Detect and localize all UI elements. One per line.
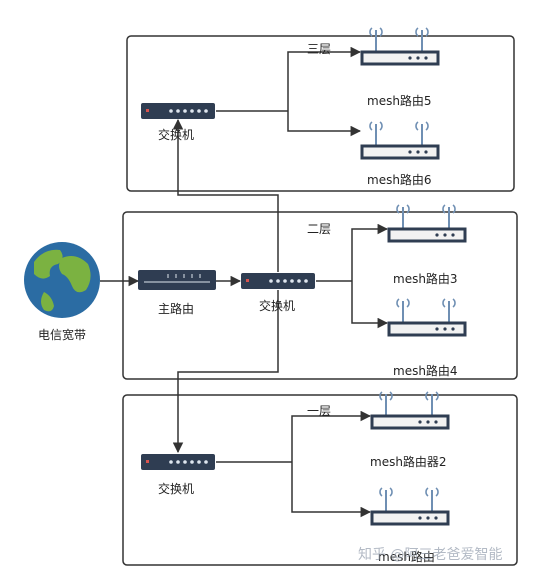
link-to-router-3 xyxy=(351,223,389,281)
switch-label-floor-two: 交换机 xyxy=(259,299,296,313)
switch-icon-floor-one xyxy=(141,454,215,470)
switch-label-floor-three: 交换机 xyxy=(158,128,195,142)
mesh-router-icon-5 xyxy=(360,26,440,66)
switch-icon-floor-two xyxy=(241,273,315,289)
main-router-label: 主路由 xyxy=(158,302,195,316)
router-label-5: mesh路由5 xyxy=(367,94,432,108)
link-to-router-5 xyxy=(287,46,362,111)
watermark-text: 知乎 @阿三老爸爱智能 xyxy=(358,547,503,563)
mesh-router-icon-bottom xyxy=(370,486,450,526)
router-label-6: mesh路由6 xyxy=(367,173,432,187)
floor-two-label: 二层 xyxy=(307,222,332,236)
router-label-3: mesh路由3 xyxy=(393,272,458,286)
link-switch-to-floor-three xyxy=(172,118,279,272)
mesh-router-icon-6 xyxy=(360,120,440,160)
link-to-router-6 xyxy=(287,111,362,137)
router-label-2: mesh路由器2 xyxy=(370,455,447,469)
floor-one-box xyxy=(122,394,518,566)
router-label-bottom: mesh路由 xyxy=(378,550,435,564)
floor-two-box xyxy=(122,211,518,380)
main-router-icon xyxy=(138,270,216,290)
mesh-router-icon-3 xyxy=(387,203,467,243)
internet-label: 电信宽带 xyxy=(38,328,87,342)
router-label-4: mesh路由4 xyxy=(393,364,458,378)
switch-label-floor-one: 交换机 xyxy=(158,482,195,496)
globe-icon xyxy=(24,242,100,318)
link-switch-to-floor-one xyxy=(172,290,279,454)
switch-icon-floor-three xyxy=(141,103,215,119)
floor-three-label: 三层 xyxy=(307,42,332,56)
floor-one-label: 一层 xyxy=(307,404,332,418)
link-to-router-2 xyxy=(291,410,372,462)
mesh-router-icon-4 xyxy=(387,297,467,337)
floor-three-box xyxy=(126,35,515,192)
link-to-router-bottom xyxy=(291,462,372,518)
mesh-router-icon-2 xyxy=(370,390,450,430)
link-to-router-4 xyxy=(351,281,389,329)
